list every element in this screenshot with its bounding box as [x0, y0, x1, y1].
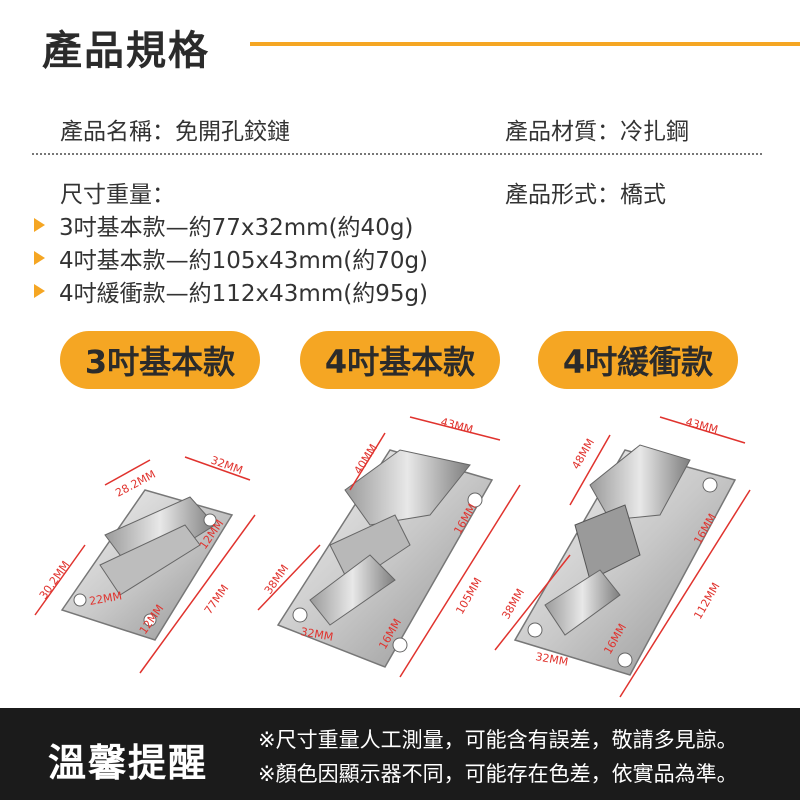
dim-label: 32MM	[534, 650, 569, 669]
size-item: 4吋緩衝款—約112x43mm(約95g)	[34, 274, 428, 308]
spec-product-name: 產品名稱：免開孔鉸鏈	[60, 119, 290, 145]
footer-note: ※顏色因顯示器不同，可能存在色差，依實品為準。	[258, 762, 738, 786]
dim-label: 22MM	[88, 589, 123, 608]
bullet-triangle-icon	[34, 218, 45, 232]
hinge-4inch-basic-image	[276, 449, 494, 668]
footer-notice: 溫馨提醒 ※尺寸重量人工測量，可能含有誤差，敬請多見諒。 ※顏色因顯示器不同，可…	[0, 708, 800, 800]
hinge-4inch-damping-dimension-lines	[494, 416, 751, 698]
dim-label: 30.2MM	[37, 559, 73, 602]
spec-form: 產品形式：橋式	[505, 182, 666, 208]
model-4inch-basic-button[interactable]: 4吋基本款	[300, 331, 500, 389]
model-4inch-damping-button[interactable]: 4吋緩衝款	[538, 331, 738, 389]
size-item: 3吋基本款—約77x32mm(約40g)	[34, 208, 413, 242]
hinge-3inch-dimension-lines	[34, 456, 256, 674]
bullet-triangle-icon	[34, 284, 45, 298]
title-underline	[250, 42, 800, 46]
model-3inch-basic-button[interactable]: 3吋基本款	[60, 331, 260, 389]
size-item: 4吋基本款—約105x43mm(約70g)	[34, 241, 428, 275]
dim-label: 38MM	[499, 586, 527, 621]
dim-label: 77MM	[202, 582, 232, 616]
spec-material: 產品材質：冷扎鋼	[505, 119, 689, 145]
spec-size-label: 尺寸重量：	[60, 182, 175, 208]
dim-label: 112MM	[691, 580, 722, 621]
page-title: 產品規格	[42, 28, 210, 74]
hinge-4inch-damping-image	[513, 444, 737, 676]
bullet-triangle-icon	[34, 251, 45, 265]
dotted-divider	[32, 153, 762, 155]
hinge-4inch-basic-dimension-lines	[257, 416, 521, 678]
dim-label: 105MM	[453, 575, 484, 616]
hinge-3inch-image	[60, 489, 234, 641]
dim-label: 43MM	[439, 415, 474, 436]
dim-label: 43MM	[684, 415, 719, 436]
footer-title: 溫馨提醒	[48, 741, 209, 785]
hinge-photos: 28.2MM 32MM 30.2MM 22MM 12MM 12MM 77MM 4…	[34, 415, 751, 698]
dim-label: 32MM	[299, 625, 334, 644]
footer-note: ※尺寸重量人工測量，可能含有誤差，敬請多見諒。	[258, 728, 738, 752]
dim-label: 32MM	[209, 454, 244, 477]
